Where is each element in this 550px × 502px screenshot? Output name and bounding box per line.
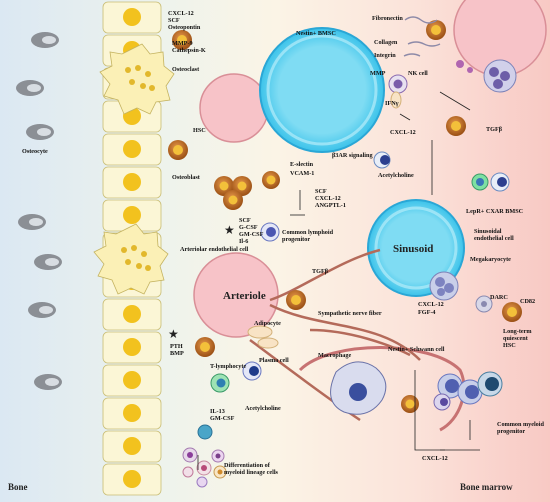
svg-text:★: ★: [224, 223, 235, 237]
label-lepr: LepR+ CXAR BMSC: [466, 208, 524, 215]
myeloid-progenitors: [433, 371, 503, 411]
label-e-selectin: E-slectin: [290, 161, 314, 168]
myeloid-lineage-cells: [182, 447, 227, 488]
osteoblast-nucleus: [123, 437, 141, 455]
label-collagen: Collagen: [374, 39, 398, 46]
label-common-myeloid: Common myeloid: [497, 421, 544, 428]
label-common-lymphoid: Common lymphoid: [282, 229, 334, 236]
ecm-fibers: [403, 16, 441, 57]
label-cd82: CD82: [520, 298, 536, 305]
label-cxcl12-low: CXCL-12: [418, 301, 444, 308]
arteriole-top: [199, 73, 269, 143]
label-scf-mid: SCF: [315, 188, 327, 195]
label-cxcl12-top: CXCL-12: [168, 10, 194, 17]
label-cathepsin: Cathepsin-K: [172, 47, 206, 54]
label-myeloid-lineage: myeloid lineage cells: [224, 469, 278, 476]
osteoblast-nucleus: [123, 173, 141, 191]
label-fgf4: FGF-4: [418, 309, 436, 316]
label-integrin: Integrin: [374, 52, 396, 59]
label-osteoblast: Osteoblast: [172, 174, 200, 181]
bone-marrow-region-label: Bone marrow: [460, 482, 513, 492]
label-tgfb-right: TGFβ: [486, 126, 502, 133]
label-osteopontin: Osteopontin: [168, 24, 201, 31]
osteoclast: [99, 43, 175, 115]
osteoblast-nucleus: [123, 305, 141, 323]
sinusoid-top: [259, 27, 385, 153]
label-endothelial: endothelial cell: [474, 235, 514, 242]
osteoblast-nucleus: [123, 371, 141, 389]
label-il6: Il-6: [239, 238, 249, 245]
immune-cluster: [456, 59, 517, 93]
megakaryocyte: [429, 271, 459, 301]
signal-arrows: [197, 91, 480, 470]
svg-text:★: ★: [168, 327, 179, 341]
bone-region-label: Bone: [8, 482, 28, 492]
adipocyte: [247, 325, 273, 339]
label-sinusoidal: Sinusoidal: [474, 228, 502, 235]
label-mmp9: MMP-9: [172, 40, 193, 47]
osteocytes: [16, 32, 62, 390]
label-ifn: IFNγ: [385, 100, 399, 107]
osteoblast-nucleus: [123, 470, 141, 488]
label-darc: DARC: [490, 294, 508, 301]
sinusoid-label: Sinusoid: [393, 243, 434, 255]
arteriole: [193, 252, 279, 338]
osteoblast-nucleus: [123, 404, 141, 422]
label-bmp: BMP: [170, 350, 184, 357]
osteoblast-nucleus: [123, 338, 141, 356]
label-megakaryocyte: Megakaryocyte: [470, 256, 511, 263]
label-progenitor-lymph: progenitor: [282, 236, 311, 243]
label-t-lymphocyte: T-lymphocyte: [210, 363, 247, 370]
label-gcsf: G-CSF: [239, 224, 258, 231]
label-progenitor-myeloid: progenitor: [497, 428, 526, 435]
sinusoid: [367, 199, 465, 297]
label-plasma-cell: Plasma cell: [259, 357, 289, 364]
label-osteocyte: Osteocyte: [22, 148, 48, 155]
label-mmp: MMP: [370, 70, 386, 77]
label-nk-cell: NK cell: [408, 70, 428, 77]
label-cxcl12-scf: CXCL-12: [315, 195, 341, 202]
label-differentiation: Differentiation of: [224, 462, 270, 469]
label-hsc: HSC: [193, 127, 206, 134]
label-b3ar: β3AR signaling: [332, 152, 373, 159]
label-acetylcholine-top: Acetylcholine: [378, 172, 414, 179]
label-acetylcholine-low: Acetylcholine: [245, 405, 281, 412]
label-scf-left: SCF: [239, 217, 251, 224]
label-nestin-bmsc: Nestin+ BMSC: [296, 30, 336, 37]
hsc-cluster: [214, 176, 252, 210]
label-cxcl12-bottom: CXCL-12: [422, 455, 448, 462]
label-arteriolar-ec: Arteriolar endothelial cell: [180, 246, 249, 253]
label-osteoclast: Osteoclast: [172, 66, 200, 73]
label-long-term: Long-term: [503, 328, 532, 335]
label-adipocyte: Adipocyte: [254, 320, 281, 327]
label-nestin-schwann: Nestin+ Schwann cell: [388, 346, 445, 353]
osteoblast-nucleus: [123, 140, 141, 158]
osteoblast-nucleus: [123, 8, 141, 26]
label-angptl: ANGPTL-1: [315, 202, 346, 209]
label-scf-top: SCF: [168, 17, 180, 24]
label-sympathetic: Sympathetic nerve fiber: [318, 310, 382, 317]
label-tgfb-mid: TGFβ: [312, 268, 328, 275]
osteoblast-nucleus: [123, 206, 141, 224]
osteoclast-lower: [93, 223, 169, 295]
label-fibronectin: Fibronectin: [372, 15, 403, 22]
label-gmcsf: GM-CSF: [239, 231, 264, 238]
label-il13: IL-13: [210, 408, 225, 415]
macrophage: [330, 361, 387, 415]
label-vcam: VCAM-1: [290, 170, 315, 177]
label-quiescent: quiescent: [503, 335, 528, 342]
label-macrophage: Macrophage: [318, 352, 352, 359]
label-pth: PTH: [170, 343, 183, 350]
label-gmcsf-low: GM-CSF: [210, 415, 235, 422]
arteriole-label: Arteriole: [223, 290, 266, 302]
label-hsc-lt: HSC: [503, 342, 516, 349]
label-cxcl12-mid: CXCL-12: [390, 129, 416, 136]
